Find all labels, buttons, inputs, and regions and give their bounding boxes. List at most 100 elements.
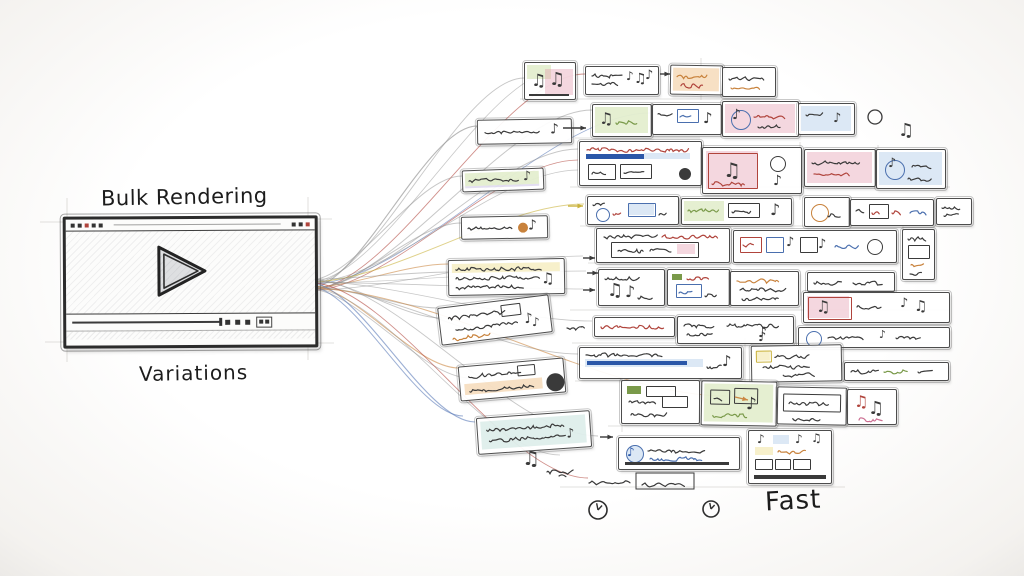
sketch-card-thumb-r3c [801, 146, 879, 190]
sketch-box [500, 302, 522, 318]
fan-line [308, 271, 451, 280]
scribble-text [628, 400, 657, 405]
scribble-text [649, 455, 703, 462]
scribble-text [704, 293, 717, 298]
music-note-icon: ♪ [879, 328, 887, 341]
sketch-card-notes-r9d: ♫♫ [844, 386, 900, 428]
scribble-text [566, 326, 585, 332]
player-canvas [65, 230, 316, 314]
filled-bar [627, 386, 641, 394]
scribble-text [943, 213, 959, 218]
scribble-text [452, 332, 491, 342]
fan-line [308, 175, 463, 281]
sketch-card-thumb-r1b: ♪♫♪ [582, 63, 662, 98]
sketch-card-label-r7a [591, 314, 678, 340]
sketch-box [908, 245, 930, 259]
sketch-circle [731, 110, 751, 130]
scribble-text [813, 172, 850, 177]
sketch-card-strip-r4d [847, 196, 937, 229]
scribble-text [679, 114, 692, 118]
music-note-icon: ♫ [549, 69, 566, 90]
music-note-icon: ♪ [703, 109, 713, 127]
music-note-icon: ♪ [758, 325, 767, 341]
scribble-text [753, 114, 786, 120]
filled-bar [672, 274, 682, 280]
sketch-box [793, 459, 811, 470]
control-button-icon [245, 319, 251, 325]
sketch-card-strip-r4c [801, 194, 853, 230]
scribble-text [603, 233, 658, 240]
scribble-text [623, 171, 645, 174]
scribble-text [739, 287, 787, 293]
scribble-text [647, 449, 706, 454]
color-wash [807, 152, 872, 183]
sketch-card-thin-r8c [841, 359, 952, 384]
music-note-icon: ♪ [522, 169, 532, 185]
scribble-text [910, 263, 925, 268]
music-note-icon: ♪ [795, 432, 803, 446]
music-note-icon: ♪ [626, 69, 634, 83]
sketch-card-label-1: ♪ [474, 115, 575, 148]
fan-line [308, 282, 589, 479]
music-note-icon: ♪ [549, 121, 560, 138]
scribble-text [600, 324, 665, 330]
scribble-text [558, 474, 567, 478]
scribble-text [741, 296, 779, 302]
scribble-text [615, 120, 638, 125]
sketch-card-thumb-r9b: ♪ [698, 377, 780, 430]
scribble-text [726, 322, 779, 329]
toolbar-dot-icon [77, 223, 82, 228]
sketch-card-thumb-r2d: ♪ [795, 100, 858, 138]
scribble-text [712, 413, 748, 419]
scribble-text [680, 83, 704, 89]
scribble-text [612, 212, 622, 216]
sketch-box [588, 164, 616, 180]
sketch-card-thumb-r3d: ♪ [873, 146, 949, 192]
control-glyph-icon [265, 319, 270, 324]
music-note-icon: ♪ [786, 235, 795, 250]
sketch-card-thumb-r1a: ♫♫ [521, 59, 579, 103]
scribble-text [617, 247, 644, 254]
color-wash [595, 107, 648, 133]
music-note-icon: ♫ [634, 71, 647, 87]
scribble-text [827, 213, 841, 218]
filled-bar [754, 475, 826, 479]
sketch-card-label-5: ♪ [434, 290, 556, 350]
sketch-card-progress-r8a: ♪ [576, 344, 745, 382]
sketch-box [766, 237, 784, 253]
scribble-text [852, 280, 883, 286]
sketch-card-thumb-r1c [667, 61, 726, 99]
scribble-text [909, 210, 927, 216]
color-wash [801, 106, 851, 131]
sketch-card-strip-r4a [584, 193, 682, 228]
scribble-text [592, 202, 605, 207]
music-note-icon: ♫ [540, 269, 555, 288]
music-note-icon: ♫ [914, 297, 928, 315]
sketch-card-strip-r4b: ♪ [678, 195, 795, 228]
scribble-text [731, 210, 752, 214]
sketch-circle [885, 160, 905, 180]
scribble-text [762, 364, 810, 370]
scribble-text [834, 244, 859, 250]
scribble-text [782, 372, 815, 378]
scribble-text [467, 226, 513, 231]
music-note-icon: ♫ [898, 120, 915, 141]
scribble-text [891, 210, 901, 216]
sketch-circle [679, 168, 691, 180]
scribble-text [661, 234, 719, 240]
sketch-card-label-7: ♪ [473, 407, 595, 458]
scribble-text [757, 123, 781, 129]
sketch-circle [811, 204, 829, 222]
scribble-text [774, 354, 810, 360]
sketch-box [755, 459, 773, 470]
fan-line [308, 280, 593, 322]
color-wash [545, 69, 573, 95]
sketch-box [775, 459, 791, 470]
music-note-icon: ♪ [818, 237, 827, 252]
control-button-icon [225, 319, 231, 325]
music-note-icon: ♪ [722, 352, 732, 370]
sketch-card-thumb-r6a: ♫♪ [595, 266, 668, 309]
scribble-text [683, 323, 715, 329]
fan-line [308, 288, 471, 379]
